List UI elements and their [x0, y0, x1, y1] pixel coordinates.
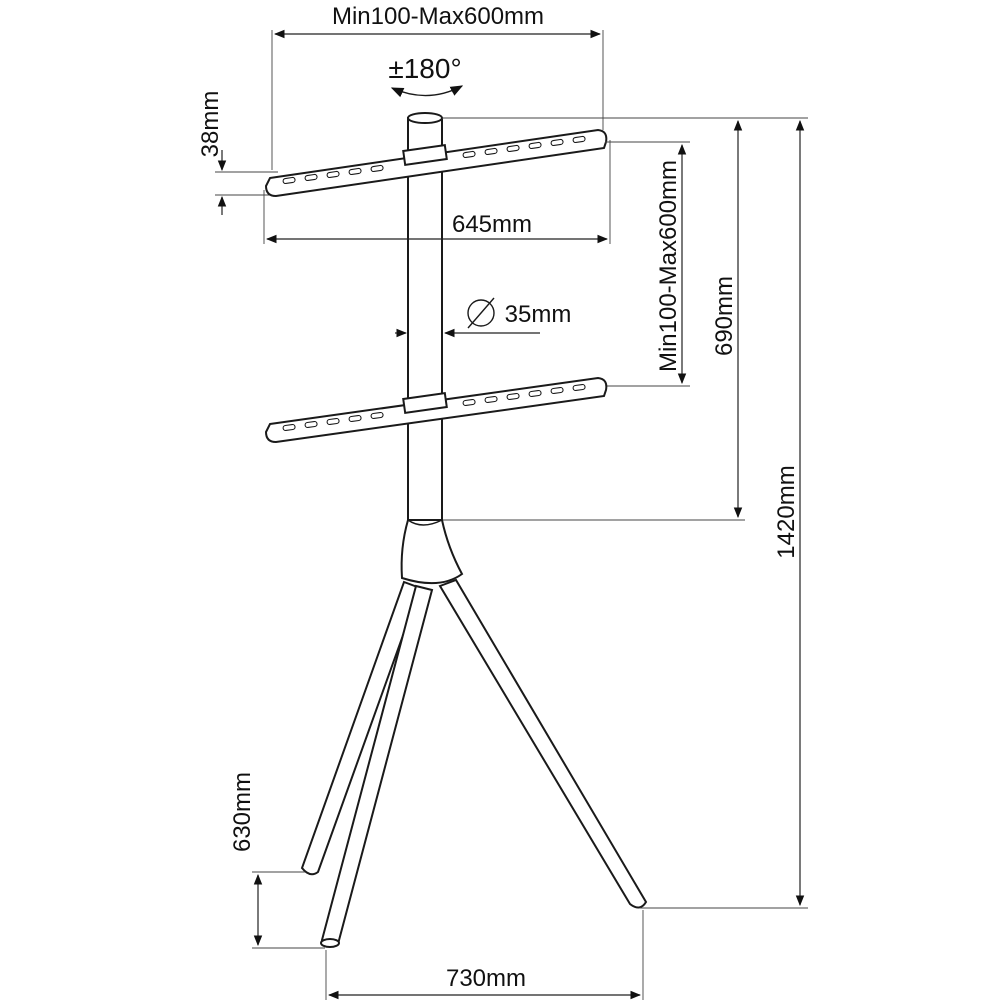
left-leg [300, 580, 422, 876]
bottom-bracket [264, 376, 608, 444]
bottom-bracket-slots [282, 383, 586, 432]
bracket-height-label: 38mm [197, 91, 224, 158]
total-height-label: 1420mm [773, 465, 800, 558]
center-pole [407, 112, 443, 529]
adjust-height-dimension: 690mm [442, 117, 745, 521]
side-vesa-dimension: Min100-Max600mm [605, 141, 690, 387]
tripod-legs [300, 578, 648, 948]
tripod-head [400, 519, 464, 585]
bracket-length-dimension: 645mm [263, 140, 611, 244]
rotation-indicator: ±180° [388, 53, 464, 98]
diameter-icon [467, 297, 495, 329]
bracket-length-label: 645mm [452, 211, 532, 238]
leg-height-label: 630mm [229, 772, 256, 852]
side-vesa-label: Min100-Max600mm [655, 160, 682, 372]
base-width-label: 730mm [446, 965, 526, 992]
rotation-arrow-icon [390, 85, 464, 98]
top-bracket-slots [282, 135, 586, 185]
rotation-label: ±180° [388, 53, 461, 84]
top-vesa-dimension: Min100-Max600mm [271, 3, 604, 170]
base-width-dimension: 730mm [325, 910, 644, 1000]
rear-leg [438, 578, 648, 909]
top-vesa-label: Min100-Max600mm [332, 3, 544, 30]
bracket-height-dimension: 38mm [197, 91, 278, 215]
pole-diameter-label: 35mm [505, 301, 572, 328]
pole-diameter-dimension: 35mm [395, 297, 572, 338]
adjust-height-label: 690mm [711, 276, 738, 356]
total-height-dimension: 1420mm [442, 117, 808, 909]
leg-height-dimension: 630mm [229, 772, 325, 949]
top-bracket [264, 128, 608, 198]
